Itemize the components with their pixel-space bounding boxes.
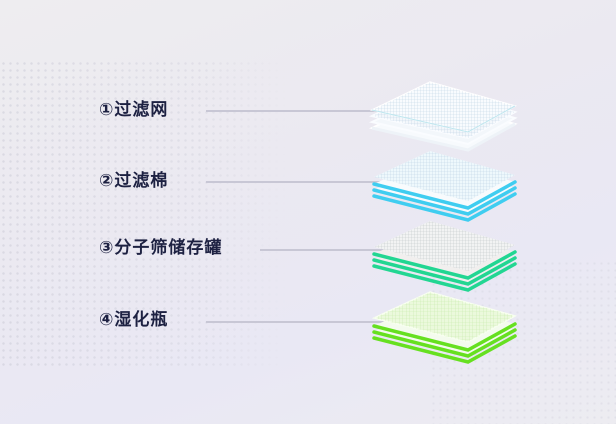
label-humidifier-bottle: ④湿化瓶 [99, 310, 169, 330]
dot-pattern-left [0, 60, 285, 370]
guide-line-1 [206, 110, 402, 112]
stack-molecular-sieve [372, 221, 517, 292]
stack-humidifier [371, 291, 517, 364]
label-filter-mesh: ①过滤网 [99, 100, 169, 120]
stack-filter-cotton [372, 151, 517, 222]
label-molecular-sieve-tank: ③分子筛储存罐 [99, 238, 223, 258]
guide-line-2 [206, 181, 402, 183]
guide-line-4 [206, 321, 402, 323]
label-filter-cotton: ②过滤棉 [99, 171, 169, 191]
stack-filter-mesh [368, 81, 518, 152]
guide-line-3 [260, 249, 402, 251]
